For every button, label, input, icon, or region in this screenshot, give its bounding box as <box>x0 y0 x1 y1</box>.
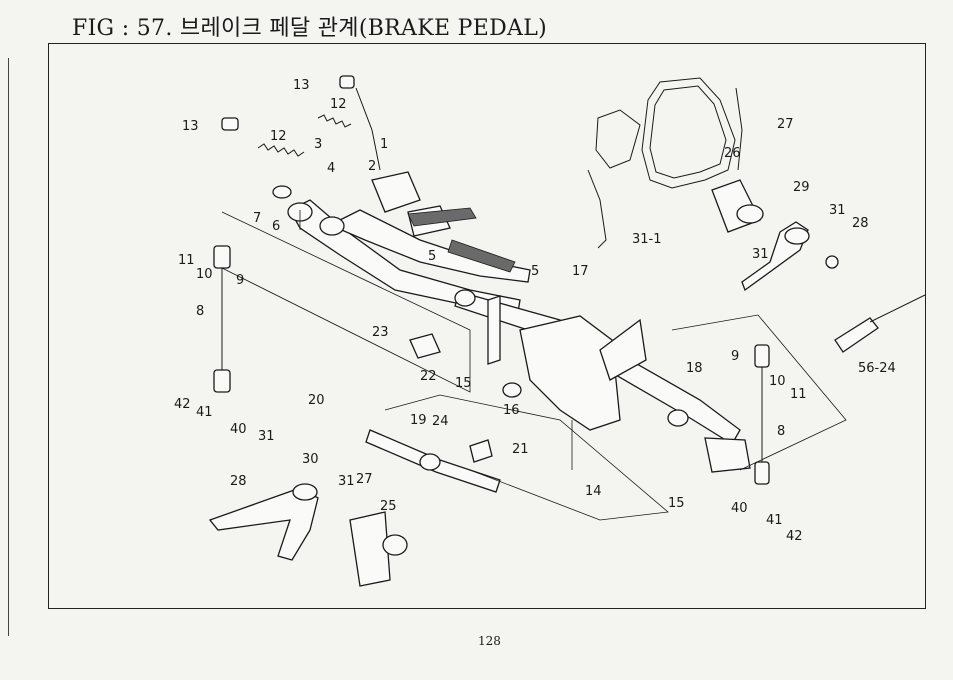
callout-25: 20 <box>308 393 325 408</box>
callout-22: 16 <box>503 403 520 418</box>
callout-20: 22 <box>420 369 437 384</box>
callout-28: 21 <box>512 442 529 457</box>
callout-39: 26 <box>724 146 741 161</box>
callout-43: 31 <box>752 247 769 262</box>
callout-46: 11 <box>790 387 807 402</box>
margin-rule <box>0 58 9 636</box>
callout-15: 8 <box>196 304 204 319</box>
callout-7: 4 <box>327 161 335 176</box>
callout-2: 13 <box>182 119 199 134</box>
return-spring-right <box>317 75 381 171</box>
frame-outline <box>587 77 743 249</box>
callout-5: 2 <box>368 159 376 174</box>
callout-10: 5 <box>428 249 436 264</box>
callout-23: 17 <box>572 264 589 279</box>
callout-45: 10 <box>769 374 786 389</box>
callout-26: 19 <box>410 413 427 428</box>
callout-1: 12 <box>330 97 347 112</box>
callout-36: 25 <box>380 499 397 514</box>
callout-9: 6 <box>272 219 280 234</box>
callout-labels: 13 12 13 12 3 2 1 4 7 6 5 5 11 10 9 8 42… <box>174 78 896 544</box>
callout-38: 27 <box>777 117 794 132</box>
page-number: 128 <box>478 634 501 648</box>
brake-arm-right <box>711 179 839 292</box>
callout-44: 9 <box>731 349 739 364</box>
return-spring-left <box>221 117 305 157</box>
callout-27: 24 <box>432 414 449 429</box>
parking-lever <box>365 333 501 493</box>
callout-41: 31 <box>829 203 846 218</box>
callout-30: 15 <box>668 496 685 511</box>
leader-lines <box>221 210 847 521</box>
callout-6: 1 <box>380 137 388 152</box>
callout-12: 11 <box>178 253 195 268</box>
callout-34: 31 <box>338 474 355 489</box>
callout-40: 29 <box>793 180 810 195</box>
callout-4: 3 <box>314 137 322 152</box>
callout-29: 14 <box>585 484 602 499</box>
callout-17: 41 <box>196 405 213 420</box>
callout-3: 12 <box>270 129 287 144</box>
diagram-frame <box>48 43 926 609</box>
callout-11: 5 <box>531 264 539 279</box>
callout-33: 28 <box>230 474 247 489</box>
callout-18: 40 <box>230 422 247 437</box>
rod-right <box>754 344 770 485</box>
brake-rod-56-24 <box>834 294 926 353</box>
callout-32: 30 <box>302 452 319 467</box>
brake-pedal-assembly <box>272 171 531 313</box>
callout-0: 13 <box>293 78 310 93</box>
rod-left <box>213 245 231 393</box>
callout-14: 9 <box>236 273 244 288</box>
cross-shaft <box>454 289 751 473</box>
callout-19: 23 <box>372 325 389 340</box>
callout-16: 42 <box>174 397 191 412</box>
callout-47: 56-24 <box>858 361 896 376</box>
brake-arm-left <box>208 483 408 587</box>
callout-31: 31 <box>258 429 275 444</box>
callout-37: 31-1 <box>632 232 662 247</box>
callout-8: 7 <box>253 211 261 226</box>
callout-51: 42 <box>786 529 803 544</box>
callout-35: 27 <box>356 472 373 487</box>
figure-title: FIG : 57. 브레이크 페달 관계(BRAKE PEDAL) <box>72 16 547 41</box>
callout-13: 10 <box>196 267 213 282</box>
callout-42: 28 <box>852 216 869 231</box>
callout-21: 15 <box>455 376 472 391</box>
callout-49: 40 <box>731 501 748 516</box>
callout-48: 8 <box>777 424 785 439</box>
callout-50: 41 <box>766 513 783 528</box>
callout-24: 18 <box>686 361 703 376</box>
